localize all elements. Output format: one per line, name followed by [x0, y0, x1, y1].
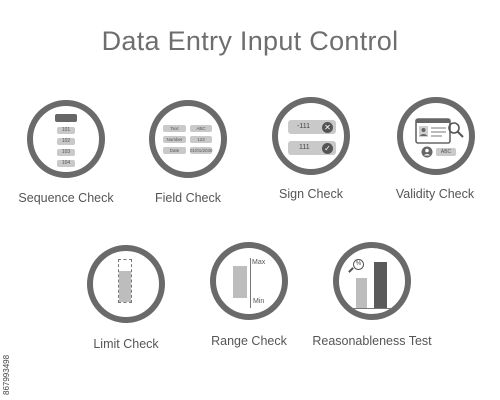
limit-check-circle: [87, 245, 165, 323]
range-max-label: Max: [252, 259, 266, 266]
sequence-item: 104: [57, 160, 75, 167]
reasonableness-test-label: Reasonableness Test: [312, 334, 432, 348]
percent-magnifier-icon: %: [353, 259, 364, 270]
field-name: Number: [163, 136, 186, 143]
positive-value: 111: [299, 144, 310, 151]
sequence-check-circle: 101 102 103 104: [27, 100, 105, 178]
validity-tag: ABC: [436, 148, 456, 156]
percent-symbol: %: [355, 261, 362, 267]
range-bar: [233, 266, 247, 298]
validity-check-label: Validity Check: [395, 187, 475, 201]
check-icon: ✓: [322, 142, 333, 154]
reasonableness-test-circle: %: [333, 242, 411, 320]
range-min-label: Min: [253, 298, 265, 305]
sequence-item: 101: [57, 127, 75, 134]
negative-value: -111: [297, 123, 310, 130]
field-check-label: Field Check: [155, 191, 221, 205]
user-icon: [421, 146, 433, 158]
range-check-label: Range Check: [211, 334, 287, 348]
x-icon: ✕: [322, 121, 333, 133]
limit-bar-fill: [119, 271, 131, 302]
field-name: Text: [163, 125, 186, 132]
magnifier-handle: [348, 267, 354, 273]
limit-bar-outline: [118, 259, 132, 303]
field-check-circle: Text ABC Number 123 Date 01/01/2030: [149, 100, 227, 178]
sign-check-label: Sign Check: [279, 187, 343, 201]
field-value: 01/01/2030: [190, 147, 213, 154]
watermark-id: 867993498: [2, 354, 11, 395]
field-value: 123: [190, 136, 212, 143]
sequence-check-label: Sequence Check: [18, 191, 114, 205]
validity-check-circle: ABC: [397, 97, 475, 175]
range-check-circle: Max Min: [210, 242, 288, 320]
range-axis: [250, 258, 251, 308]
positive-value-row: 111 ✓: [288, 141, 336, 155]
sequence-item: 103: [57, 149, 75, 156]
bar-baseline: [352, 308, 392, 309]
sign-check-circle: -111 ✕ 111 ✓: [272, 97, 350, 175]
limit-check-label: Limit Check: [93, 337, 159, 351]
sequence-item: 102: [57, 138, 75, 145]
negative-value-row: -111 ✕: [288, 120, 336, 134]
sequence-header-bar: [55, 114, 77, 122]
magnifier-icon: [448, 122, 464, 138]
field-name: Date: [163, 147, 186, 154]
field-value: ABC: [190, 125, 212, 132]
bar-short: [356, 278, 367, 308]
page-title: Data Entry Input Control: [101, 26, 399, 56]
bar-tall: [374, 262, 387, 308]
